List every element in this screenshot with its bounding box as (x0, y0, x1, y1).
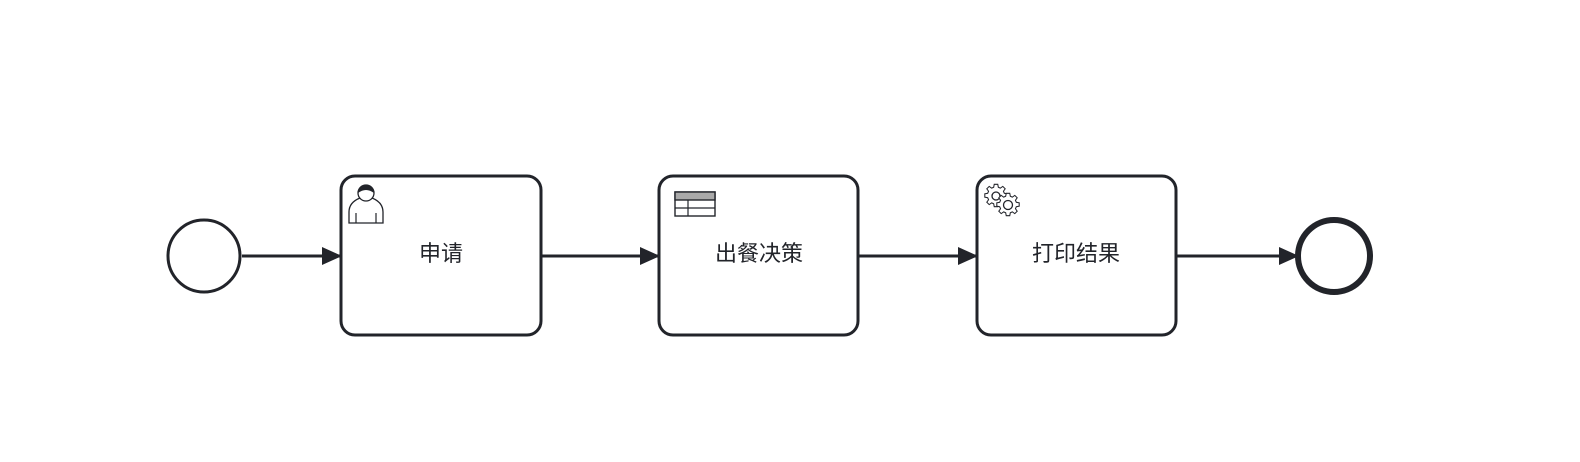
task-decision-label: 出餐决策 (715, 242, 803, 267)
task-print[interactable]: 打印结果 (975, 174, 1178, 337)
task-decision[interactable]: 出餐决策 (657, 174, 860, 337)
gear-icon (984, 183, 1020, 217)
task-apply[interactable]: 申请 (339, 174, 543, 337)
end-event[interactable] (1295, 217, 1373, 295)
task-apply-label: 申请 (419, 242, 463, 267)
task-print-label: 打印结果 (1032, 242, 1120, 267)
start-event[interactable] (166, 218, 242, 294)
decision-table-icon (674, 191, 716, 217)
user-icon (348, 184, 384, 224)
